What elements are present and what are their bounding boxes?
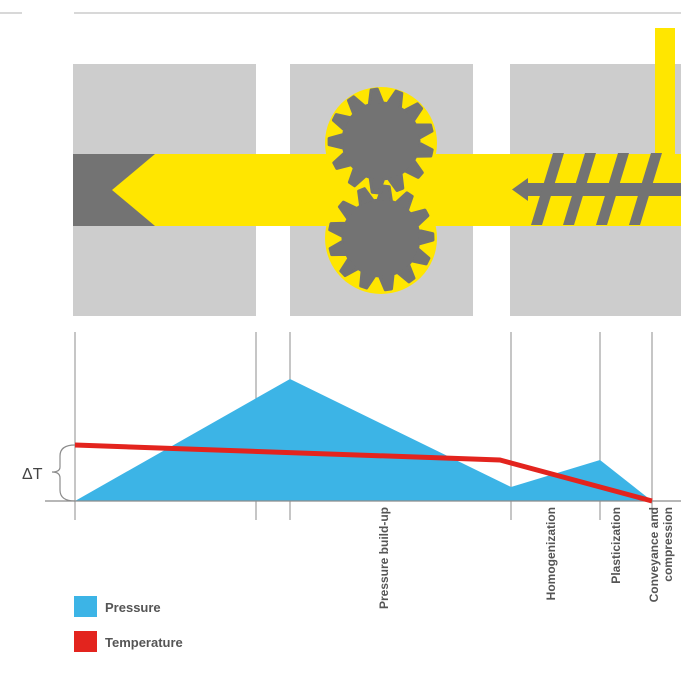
gear-hub	[343, 103, 419, 179]
screw-flight-4	[629, 153, 662, 225]
temperature-line	[74, 442, 653, 504]
legend-pressure-swatch	[74, 596, 97, 617]
legend-temperature-swatch	[74, 631, 97, 652]
label-homogenization: Homogenization	[544, 507, 558, 600]
gear-hub	[343, 200, 419, 276]
delta-t-label: ΔT	[22, 466, 43, 483]
pressure-area	[75, 379, 652, 501]
screw-tip	[512, 178, 528, 201]
legend-temperature-label: Temperature	[105, 635, 183, 650]
label-plasticization: Plasticization	[609, 507, 623, 584]
screw-flight-3	[596, 153, 629, 225]
screw-flight-2	[563, 153, 596, 225]
screw-flight-1	[531, 153, 564, 225]
label-pressure-buildup: Pressure build-up	[377, 507, 391, 609]
melt-feed-vertical	[655, 28, 675, 173]
label-conveyance-line1: Conveyance and	[647, 507, 661, 602]
label-conveyance-line2: compression	[661, 507, 675, 582]
screw-icon	[512, 153, 681, 225]
gear-bottom-icon	[328, 184, 435, 292]
gear-top-icon	[327, 87, 434, 195]
legend-pressure-label: Pressure	[105, 600, 161, 615]
delta-t-brace	[51, 444, 76, 502]
